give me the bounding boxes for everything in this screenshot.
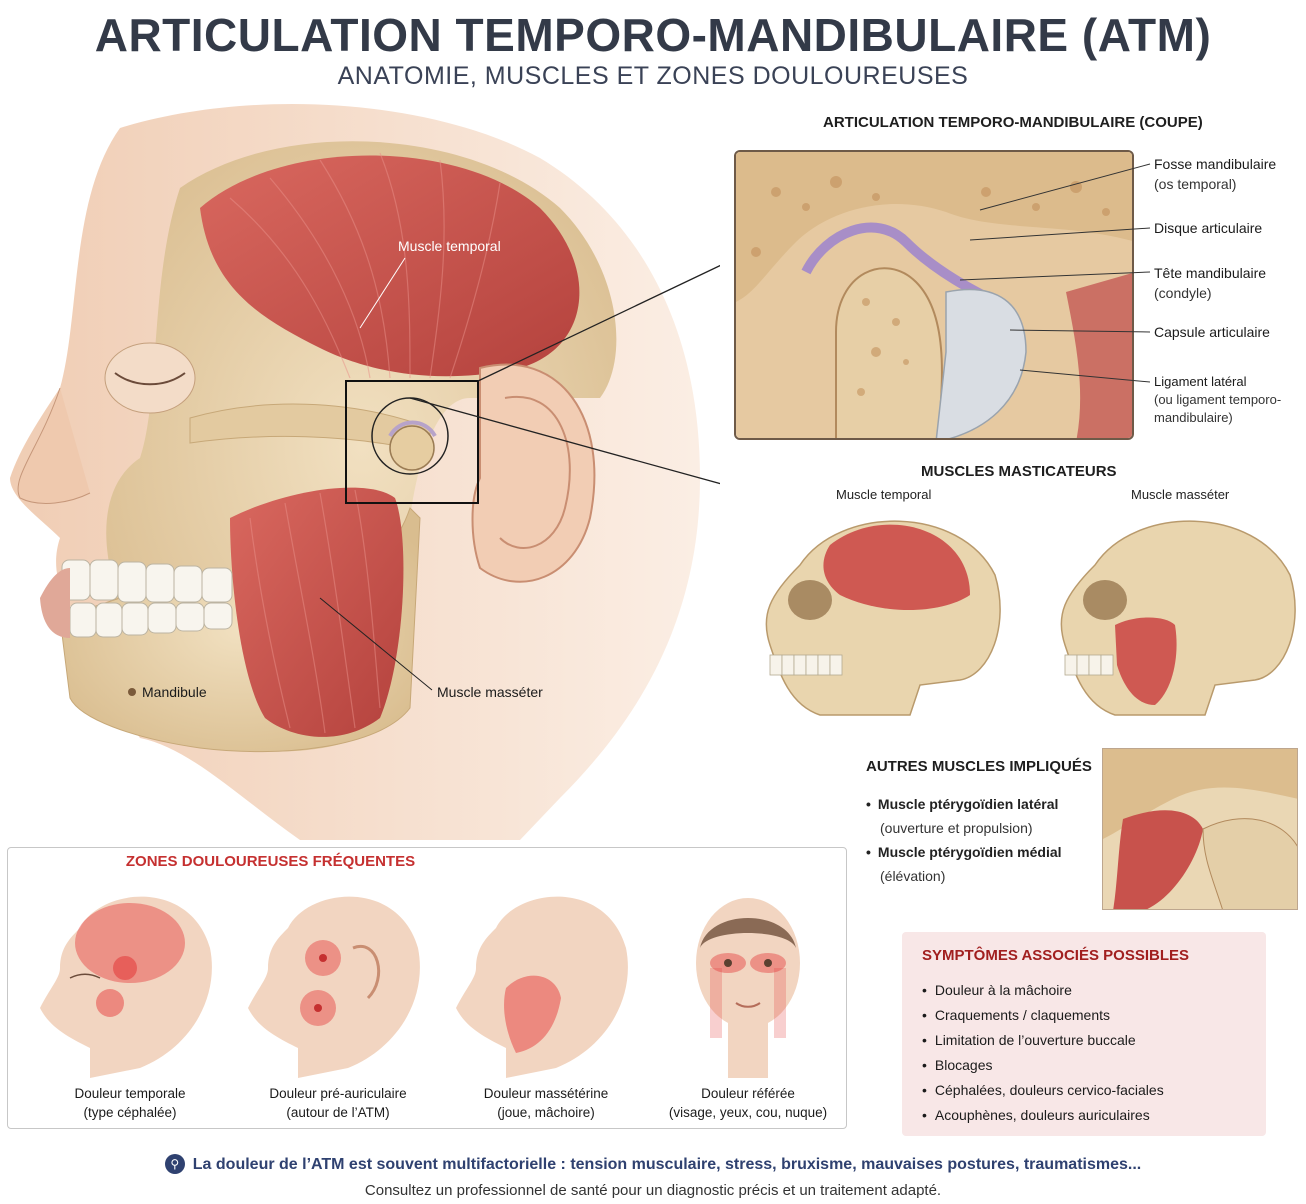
list-item: Muscle ptérygoïdien latéral (ouverture e… — [866, 792, 1096, 840]
list-item: Céphalées, douleurs cervico-faciales — [922, 1078, 1164, 1103]
head-masseter-pain — [456, 896, 628, 1078]
page-title: ARTICULATION TEMPORO-MANDIBULAIRE (ATM) — [94, 9, 1212, 61]
head-temporal-pain — [40, 896, 212, 1078]
symptoms-title: SYMPTÔMES ASSOCIÉS POSSIBLES — [922, 947, 1189, 964]
list-item: Blocages — [922, 1053, 1164, 1078]
symptoms-list: Douleur à la mâchoire Craquements / claq… — [922, 978, 1164, 1128]
mini-label-temporal: Muscle temporal — [836, 487, 932, 502]
coupe-label-ligament: Ligament latéral(ou ligament temporo-man… — [1154, 374, 1282, 425]
label-muscle-temporal: Muscle temporal — [398, 238, 501, 254]
mini-label-masseter: Muscle masséter — [1131, 487, 1230, 502]
label-muscle-masseter: Muscle masséter — [437, 684, 543, 700]
label-mandibule: Mandibule — [142, 684, 207, 700]
zones-panel: ZONES DOULOUREUSES FRÉQUENTES Douleur te… — [7, 847, 847, 1129]
coupe-title: ARTICULATION TEMPORO-MANDIBULAIRE (COUPE… — [823, 114, 1203, 131]
zone-caption: Douleur référée(visage, yeux, cou, nuque… — [668, 1086, 828, 1120]
symptoms-panel: SYMPTÔMES ASSOCIÉS POSSIBLES Douleur à l… — [902, 932, 1266, 1136]
list-item: Limitation de l’ouverture buccale — [922, 1028, 1164, 1053]
main-anatomy-illustration — [10, 104, 720, 840]
mini-skull-masseter — [1060, 520, 1296, 716]
coupe-label-disque: Disque articulaire — [1154, 220, 1263, 236]
mini-skull-temporal — [765, 520, 1001, 716]
coupe-illustration — [734, 150, 1134, 440]
autres-title: AUTRES MUSCLES IMPLIQUÉS — [866, 758, 1092, 775]
lightbulb-icon: ⚲ — [164, 1154, 185, 1174]
coupe-label-tete: Tête mandibulaire(condyle) — [1154, 265, 1267, 301]
zone-caption: Douleur temporale(type céphalée) — [74, 1086, 186, 1120]
list-item: Acouphènes, douleurs auriculaires — [922, 1103, 1164, 1128]
zone-caption: Douleur massétérine(joue, mâchoire) — [483, 1086, 609, 1120]
head-referred-pain — [696, 898, 800, 1078]
footer-advice: Consultez un professionnel de santé pour… — [364, 1182, 942, 1199]
zones-title: ZONES DOULOUREUSES FRÉQUENTES — [125, 853, 416, 870]
coupe-label-fosse: Fosse mandibulaire(os temporal) — [1154, 156, 1277, 192]
pterygoid-illustration — [1102, 748, 1298, 910]
page-subtitle: ANATOMIE, MUSCLES ET ZONES DOULOUREUSES — [337, 62, 969, 90]
coupe-leader-lines — [960, 163, 1151, 383]
head-preauricular-pain — [248, 896, 420, 1078]
coupe-label-capsule: Capsule articulaire — [1154, 324, 1270, 340]
zone-caption: Douleur pré-auriculaire(autour de l’ATM) — [269, 1086, 407, 1120]
footer-note: ⚲La douleur de l’ATM est souvent multifa… — [0, 1154, 1306, 1174]
autres-list: Muscle ptérygoïdien latéral (ouverture e… — [866, 792, 1096, 888]
list-item: Craquements / claquements — [922, 1003, 1164, 1028]
list-item: Muscle ptérygoïdien médial (élévation) — [866, 840, 1096, 888]
masticateurs-title: MUSCLES MASTICATEURS — [921, 463, 1117, 480]
list-item: Douleur à la mâchoire — [922, 978, 1164, 1003]
